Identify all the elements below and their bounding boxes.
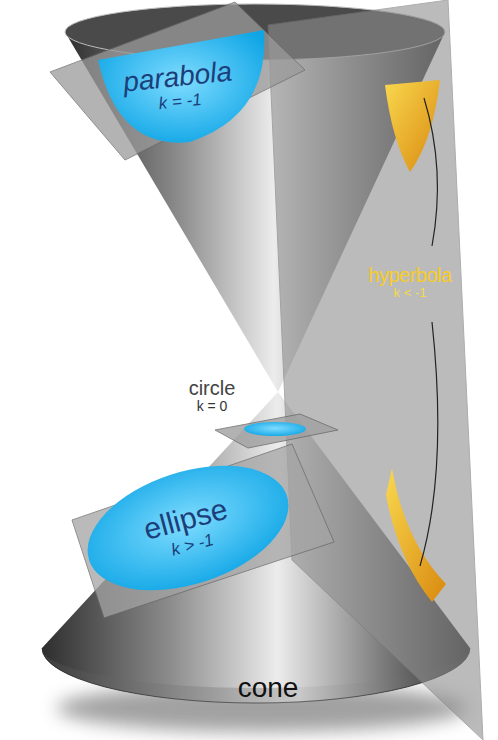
parabola-section [98,30,264,143]
eccentricity-value: k = 0 [188,399,237,415]
hyperbola-lower [386,468,446,602]
conic-label-node: cone [233,670,304,705]
vertical-plane [268,0,483,740]
circle-plane [215,414,338,448]
eccentricity-value: k < -1 [367,286,453,301]
conic-label-node: parabolak = -1 [116,52,240,119]
conic-label-node: hyperbolak < -1 [363,262,457,303]
bracket-line [424,98,437,246]
section-name: hyperbola [367,264,453,286]
ellipse-section [72,443,304,614]
conic-label-node: circlek = 0 [184,375,241,417]
section-name: cone [237,672,300,703]
section-name: circle [188,377,237,399]
bracket-line [420,322,438,566]
parabola-plane [50,2,305,160]
circle-section [244,422,306,436]
